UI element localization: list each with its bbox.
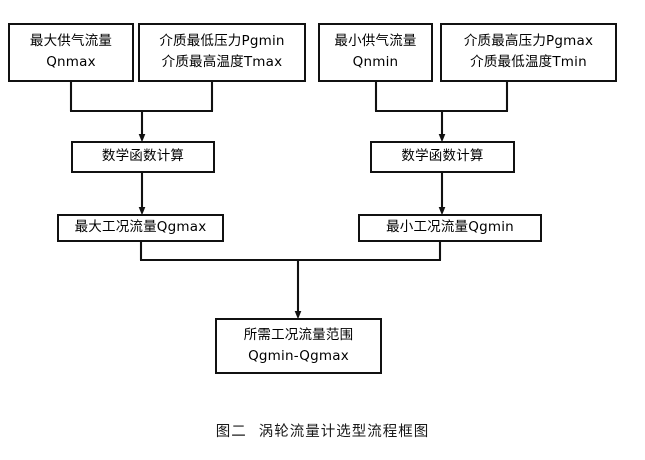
node-math-function-left-label: 数学函数计算 (101, 148, 185, 165)
figure-caption: 图二涡轮流量计选型流程框图 (0, 420, 645, 441)
node-min-supply-flow: 最小供气流量 Qnmin (318, 23, 433, 82)
node-math-function-right: 数学函数计算 (370, 141, 515, 173)
node-required-range-line2: Qgmin-Qgmax (248, 347, 349, 364)
node-min-pressure-max-temp: 介质最低压力Pgmin 介质最高温度Tmax (138, 23, 306, 82)
node-result-qgmax-label: 最大工况流量Qgmax (74, 219, 207, 236)
node-min-supply-flow-line2: Qnmin (352, 54, 399, 70)
node-max-pressure-min-temp: 介质最高压力Pgmax 介质最低温度Tmin (440, 23, 617, 82)
figure-title: 涡轮流量计选型流程框图 (258, 424, 430, 440)
node-required-range: 所需工况流量范围 Qgmin-Qgmax (215, 318, 382, 374)
node-result-qgmax: 最大工况流量Qgmax (57, 214, 224, 242)
node-math-function-right-label: 数学函数计算 (401, 148, 484, 165)
node-min-pressure-max-temp-line1: 介质最低压力Pgmin (159, 33, 285, 50)
node-result-qgmin-label: 最小工况流量Qgmin (386, 219, 514, 236)
node-max-supply-flow-line2: Qnmax (46, 54, 96, 70)
node-max-pressure-min-temp-line1: 介质最高压力Pgmax (463, 33, 594, 50)
node-max-supply-flow-line1: 最大供气流量 (29, 33, 113, 50)
node-min-supply-flow-line1: 最小供气流量 (334, 33, 417, 50)
node-max-supply-flow: 最大供气流量 Qnmax (8, 23, 134, 82)
node-required-range-line1: 所需工况流量范围 (243, 326, 354, 343)
figure-number: 图二 (215, 424, 247, 440)
node-math-function-left: 数学函数计算 (71, 141, 215, 173)
node-max-pressure-min-temp-line2: 介质最低温度Tmin (470, 54, 587, 70)
node-result-qgmin: 最小工况流量Qgmin (358, 214, 542, 242)
node-min-pressure-max-temp-line2: 介质最高温度Tmax (161, 54, 283, 70)
